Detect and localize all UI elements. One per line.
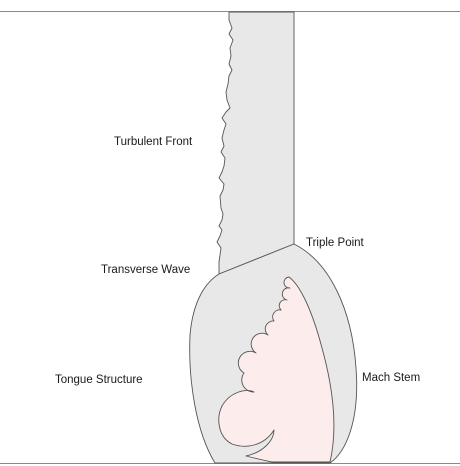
label-transverse-wave: Transverse Wave <box>101 264 190 276</box>
turbulent-front-region <box>217 12 294 274</box>
label-mach-stem: Mach Stem <box>362 372 420 384</box>
label-triple-point: Triple Point <box>306 237 365 249</box>
label-tongue-structure: Tongue Structure <box>55 374 143 386</box>
label-turbulent-front: Turbulent Front <box>114 136 193 148</box>
